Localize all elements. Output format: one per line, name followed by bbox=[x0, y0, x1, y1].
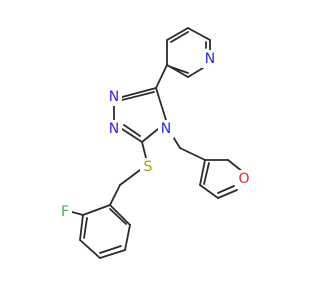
furan-oxygen: O bbox=[236, 170, 252, 188]
bond-pyridine bbox=[166, 27, 189, 41]
triazole-nitrogen-2: N bbox=[106, 120, 122, 138]
triazole-nitrogen-4: N bbox=[158, 120, 174, 138]
bond-benzene bbox=[79, 239, 101, 259]
thioether-sulfur: S bbox=[140, 158, 156, 176]
bond-furan bbox=[199, 184, 219, 199]
bond-pyridine bbox=[187, 67, 204, 78]
atom-label-O-furan: O bbox=[238, 171, 249, 187]
bond-benzene bbox=[79, 214, 84, 241]
bond-furan bbox=[217, 189, 238, 199]
bond-benzene-inner bbox=[83, 217, 88, 239]
bond-c-f bbox=[71, 211, 84, 216]
atom-label-F: F bbox=[61, 204, 69, 220]
bond-layer bbox=[71, 27, 244, 259]
bond-benzene bbox=[109, 204, 131, 226]
atom-label-N-pyridine: N bbox=[205, 51, 215, 67]
triazole-nitrogen-1: N bbox=[106, 88, 122, 106]
bond-triazole bbox=[121, 87, 157, 98]
bond-benzene-inner bbox=[99, 245, 122, 254]
bond-triazole bbox=[121, 128, 143, 143]
bond-triazole bbox=[141, 128, 159, 143]
bond-pyridine-inner bbox=[170, 31, 189, 43]
atom-label-N-triazole-4: N bbox=[161, 121, 171, 137]
atom-label-layer: N N N N O S F bbox=[58, 50, 252, 221]
bond-pyridine-triazole bbox=[155, 64, 168, 89]
bond-c-s bbox=[141, 141, 147, 159]
atom-label-S-thioether: S bbox=[144, 159, 153, 175]
bond-ch2-benzene bbox=[109, 184, 121, 206]
bond-furan-inner bbox=[217, 185, 235, 194]
bond-pyridine bbox=[187, 27, 211, 41]
bond-benzene bbox=[124, 224, 131, 251]
atom-label-N-triazole-1: N bbox=[109, 89, 119, 105]
bond-triazole-inner bbox=[123, 124, 141, 137]
bond-furan-inner bbox=[203, 162, 210, 185]
bond-benzene-inner bbox=[109, 208, 127, 225]
bond-triazole-inner bbox=[121, 91, 155, 101]
bond-benzene bbox=[99, 249, 126, 259]
bond-ch2-furan bbox=[179, 147, 206, 161]
fluorine-substituent: F bbox=[58, 203, 72, 221]
bond-triazole bbox=[155, 87, 167, 121]
bond-furan bbox=[199, 159, 206, 186]
molecule-structure: N N N N O S F bbox=[58, 27, 252, 259]
pyridine-nitrogen: N bbox=[202, 50, 218, 68]
bond-pyridine-inner bbox=[170, 66, 189, 74]
atom-label-N-triazole-2: N bbox=[109, 121, 119, 137]
bond-benzene bbox=[82, 204, 111, 216]
bond-s-ch2 bbox=[119, 169, 141, 186]
